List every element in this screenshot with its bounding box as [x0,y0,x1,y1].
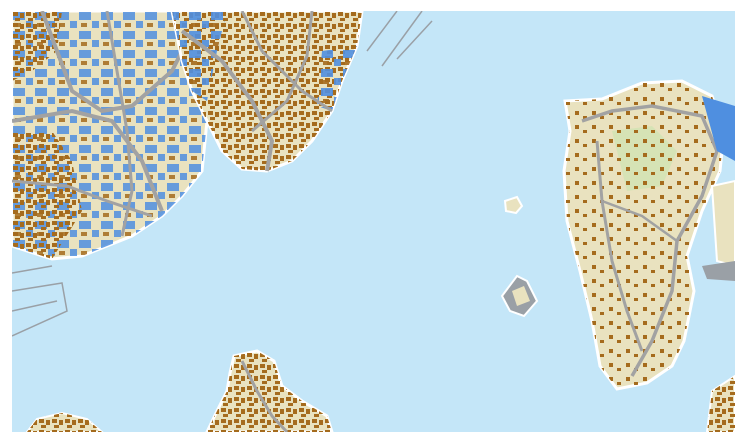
harbor-pier-structure[interactable] [500,274,539,318]
road [40,11,194,114]
road [581,104,719,377]
south-landmass[interactable] [205,349,334,432]
east-edge-land[interactable] [702,179,735,432]
road [180,29,275,172]
small-islet[interactable] [503,195,524,215]
road [105,11,134,237]
north-center-peninsula[interactable] [170,11,364,173]
west-pier-structure [12,265,68,337]
road [595,140,644,352]
north-west-city-island[interactable] [12,11,209,261]
road [240,11,333,113]
east-island[interactable] [562,79,735,391]
road [12,108,164,212]
road [601,199,678,243]
north-pier-structure [366,11,433,67]
road [251,11,314,133]
road [12,179,153,218]
map-canvas[interactable] [12,11,735,432]
south-west-corner-land[interactable] [25,411,104,432]
road [240,360,289,432]
